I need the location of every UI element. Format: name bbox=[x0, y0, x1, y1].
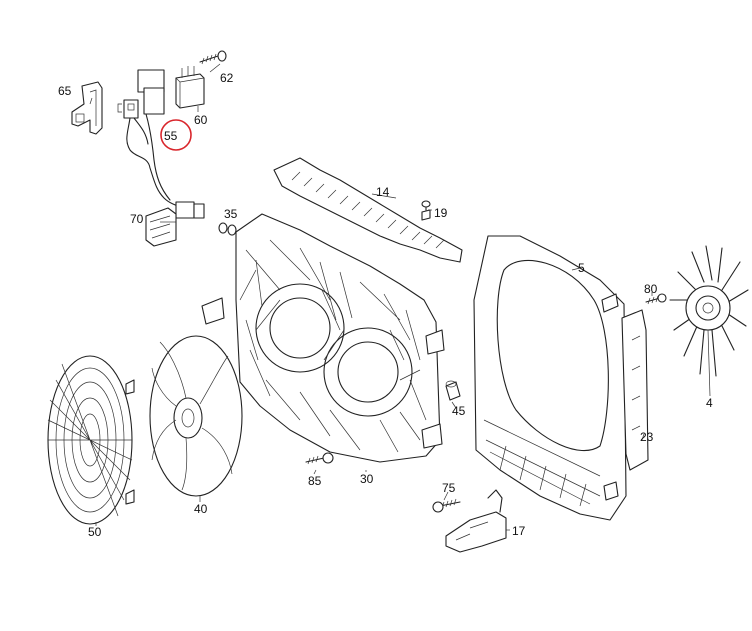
part-75-screw bbox=[432, 498, 461, 513]
part-17-bracket bbox=[445, 489, 507, 553]
callout-23: 23 bbox=[640, 430, 654, 444]
part-70-connector bbox=[145, 207, 177, 247]
part-30-shroud bbox=[201, 213, 445, 463]
part-85-screw bbox=[305, 452, 334, 465]
part-45-grommet bbox=[445, 380, 461, 401]
part-14-deflector bbox=[273, 157, 463, 263]
callout-30: 30 bbox=[360, 472, 374, 486]
callout-60: 60 bbox=[194, 113, 208, 127]
callout-75: 75 bbox=[442, 481, 456, 495]
part-23-seal bbox=[621, 309, 649, 471]
callout-35: 35 bbox=[224, 207, 238, 221]
callout-62: 62 bbox=[220, 71, 234, 85]
part-40-fan bbox=[149, 335, 243, 497]
callout-40: 40 bbox=[194, 502, 208, 516]
part-19-clip bbox=[421, 200, 431, 221]
callout-55: 55 bbox=[164, 129, 178, 143]
part-65-bracket bbox=[71, 81, 103, 135]
leader-lines bbox=[89, 63, 711, 531]
part-50-guard bbox=[47, 355, 135, 525]
callout-5: 5 bbox=[578, 261, 585, 275]
highlight-circle bbox=[160, 119, 192, 151]
callout-4: 4 bbox=[706, 396, 713, 410]
part-35-clips bbox=[218, 222, 237, 236]
part-60-relay bbox=[175, 66, 205, 109]
callout-85: 85 bbox=[308, 474, 322, 488]
callout-50: 50 bbox=[88, 525, 102, 539]
part-80-bolt bbox=[645, 293, 667, 305]
part-62-screw bbox=[199, 50, 227, 65]
callout-80: 80 bbox=[644, 282, 658, 296]
part-55-harness bbox=[117, 69, 205, 219]
callout-45: 45 bbox=[452, 404, 466, 418]
callout-65: 65 bbox=[58, 84, 72, 98]
part-5-radiator-frame bbox=[473, 235, 627, 521]
callout-17: 17 bbox=[512, 524, 526, 538]
callout-19: 19 bbox=[434, 206, 448, 220]
callout-14: 14 bbox=[376, 185, 390, 199]
callout-70: 70 bbox=[130, 212, 144, 226]
